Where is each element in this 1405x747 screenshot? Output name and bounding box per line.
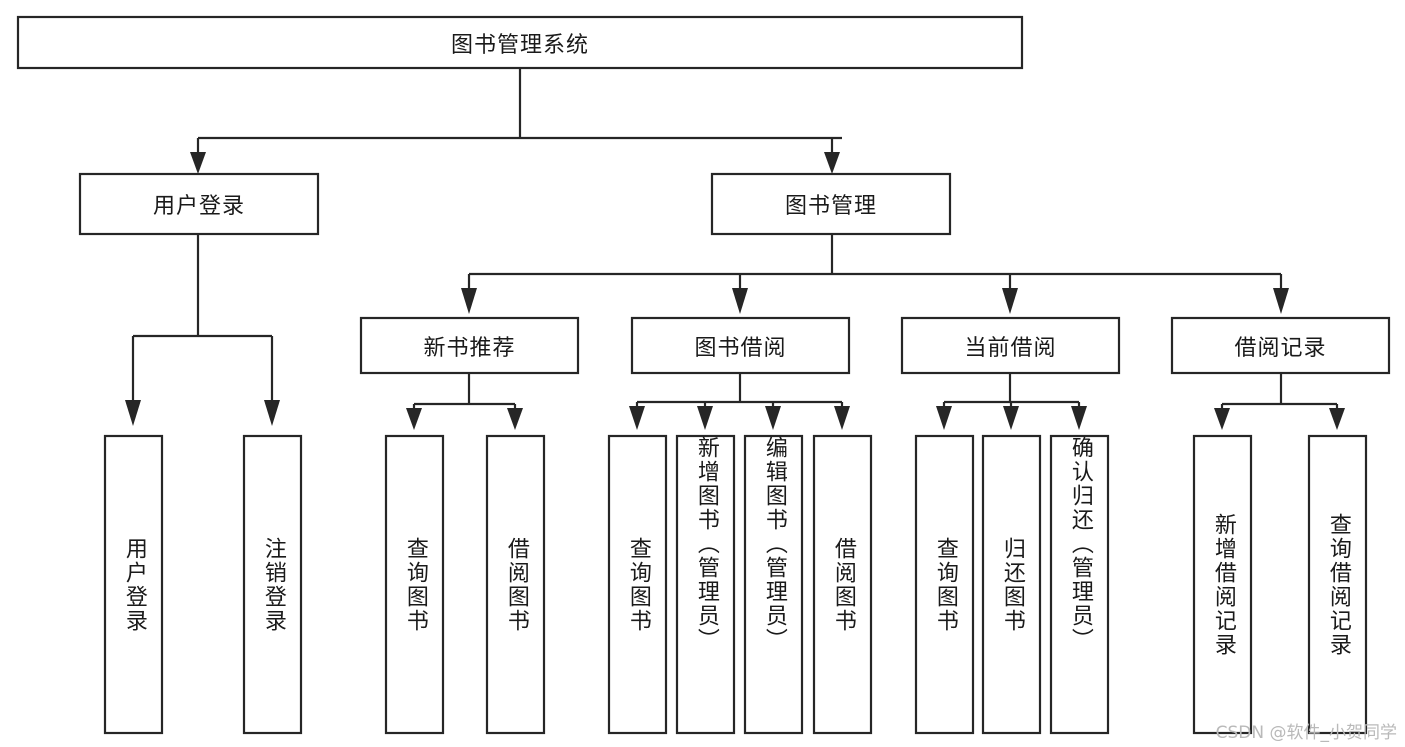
node-box-leaf-edit-book[interactable] bbox=[743, 434, 804, 735]
connector-group-user-login bbox=[125, 234, 280, 426]
node-box-leaf-borrow-book-2[interactable] bbox=[812, 434, 873, 735]
node-box-root[interactable] bbox=[16, 15, 1024, 70]
node-box-leaf-query-book-1[interactable] bbox=[384, 434, 445, 735]
node-box-leaf-confirm-return[interactable] bbox=[1049, 434, 1110, 735]
node-box-new-book-recommend[interactable] bbox=[359, 316, 580, 375]
csdn-watermark: CSDN @软件_小贺同学 bbox=[1215, 723, 1397, 743]
arrowhead-leaf-query-book-1 bbox=[406, 408, 422, 430]
connector-group-book-borrow bbox=[629, 373, 850, 430]
arrowhead-book-manage bbox=[824, 152, 840, 174]
node-box-book-borrow[interactable] bbox=[630, 316, 851, 375]
arrowhead-user-login bbox=[190, 152, 206, 174]
connector-group-root bbox=[190, 68, 842, 174]
node-box-current-borrow[interactable] bbox=[900, 316, 1121, 375]
arrowhead-leaf-borrow-book-1 bbox=[507, 408, 523, 430]
arrowhead-current-borrow bbox=[1002, 288, 1018, 314]
arrowhead-leaf-user-logout bbox=[264, 400, 280, 426]
arrowhead-leaf-return-book bbox=[1003, 406, 1019, 430]
arrowhead-leaf-query-book-3 bbox=[936, 406, 952, 430]
node-box-leaf-query-book-3[interactable] bbox=[914, 434, 975, 735]
arrowhead-leaf-edit-book bbox=[765, 406, 781, 430]
connector-group-new-book-recommend bbox=[406, 373, 523, 430]
arrowhead-leaf-query-book-2 bbox=[629, 406, 645, 430]
arrowhead-book-borrow bbox=[732, 288, 748, 314]
connector-group-book-manage bbox=[461, 234, 1289, 314]
node-box-leaf-user-logout[interactable] bbox=[242, 434, 303, 735]
arrowhead-leaf-user-login bbox=[125, 400, 141, 426]
node-box-book-manage[interactable] bbox=[710, 172, 952, 236]
node-box-borrow-record[interactable] bbox=[1170, 316, 1391, 375]
arrowhead-new-book-recommend bbox=[461, 288, 477, 314]
connector-group-current-borrow bbox=[936, 373, 1087, 430]
node-box-leaf-borrow-book-1[interactable] bbox=[485, 434, 546, 735]
connector-group-borrow-record bbox=[1214, 373, 1345, 430]
arrowhead-borrow-record bbox=[1273, 288, 1289, 314]
node-box-leaf-add-book[interactable] bbox=[675, 434, 736, 735]
arrowhead-leaf-borrow-book-2 bbox=[834, 406, 850, 430]
node-box-leaf-return-book[interactable] bbox=[981, 434, 1042, 735]
arrowhead-leaf-add-book bbox=[697, 406, 713, 430]
arrowhead-leaf-query-record bbox=[1329, 408, 1345, 430]
arrowhead-leaf-confirm-return bbox=[1071, 406, 1087, 430]
node-box-leaf-add-record[interactable] bbox=[1192, 434, 1253, 735]
node-box-user-login[interactable] bbox=[78, 172, 320, 236]
node-box-leaf-query-record[interactable] bbox=[1307, 434, 1368, 735]
node-box-leaf-query-book-2[interactable] bbox=[607, 434, 668, 735]
node-box-leaf-user-login[interactable] bbox=[103, 434, 164, 735]
arrowhead-leaf-add-record bbox=[1214, 408, 1230, 430]
